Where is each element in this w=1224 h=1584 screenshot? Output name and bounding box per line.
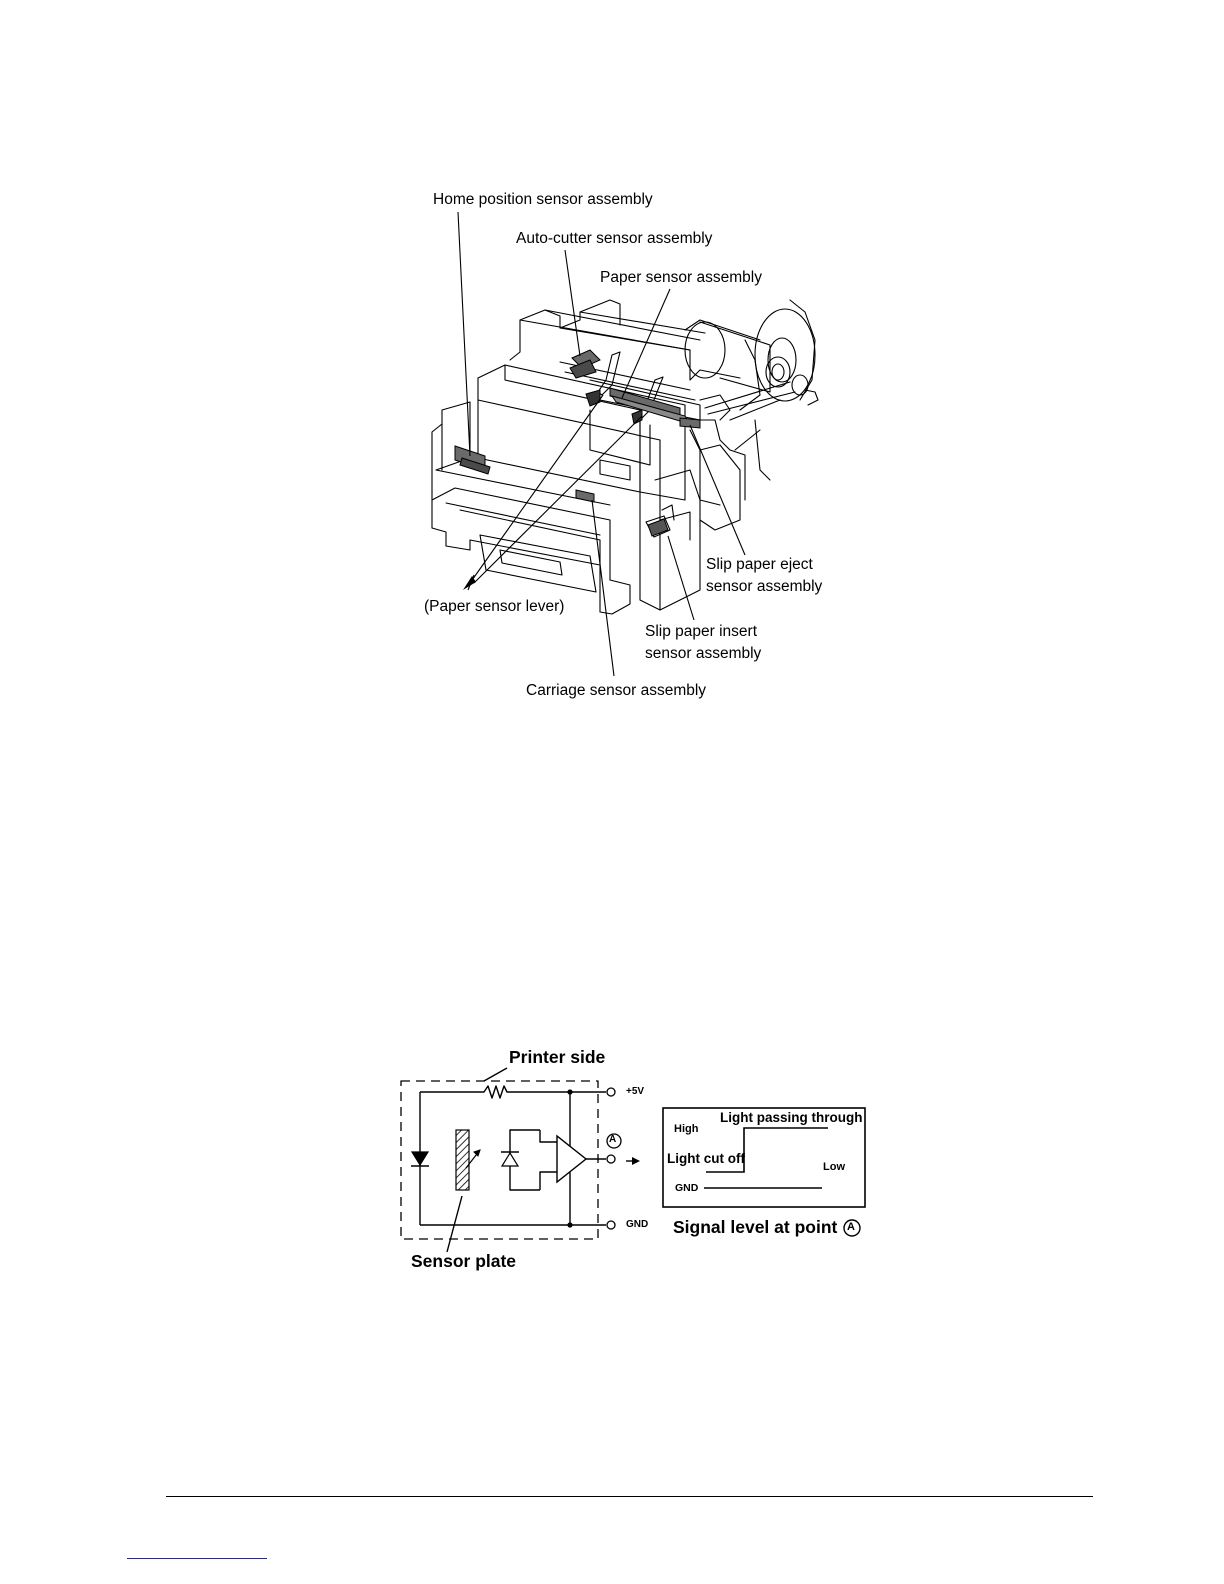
label-paper-sensor-lever: (Paper sensor lever) xyxy=(424,598,565,615)
signal-level-panel xyxy=(662,1107,866,1208)
label-light-cut-off: Light cut off xyxy=(667,1151,745,1166)
label-slip-paper-insert-sensor: Slip paper insert sensor assembly xyxy=(645,621,761,665)
printer-mechanism-drawing xyxy=(431,211,819,677)
label-high: High xyxy=(674,1123,699,1135)
label-home-position-sensor: Home position sensor assembly xyxy=(433,191,653,208)
label-slip-eject-line1: Slip paper eject xyxy=(706,556,813,573)
label-slip-insert-line1: Slip paper insert xyxy=(645,623,758,640)
terminal-plus5v xyxy=(606,1087,616,1097)
label-slip-eject-line2: sensor assembly xyxy=(706,578,823,595)
comparator-symbol xyxy=(556,1134,588,1184)
caption-point-marker: A xyxy=(847,1221,855,1233)
label-auto-cutter-sensor: Auto-cutter sensor assembly xyxy=(516,230,713,247)
label-low: Low xyxy=(823,1161,845,1173)
label-carriage-sensor: Carriage sensor assembly xyxy=(526,682,707,699)
label-gnd-terminal: GND xyxy=(626,1219,649,1230)
footer-link-underline[interactable] xyxy=(127,1558,267,1559)
label-sensor-plate: Sensor plate xyxy=(411,1251,517,1271)
label-gnd-signal: GND xyxy=(675,1182,699,1194)
photo-diode-symbol xyxy=(500,1151,520,1167)
sensor-plate-symbol xyxy=(455,1129,470,1191)
label-paper-sensor: Paper sensor assembly xyxy=(600,269,762,286)
footer-rule xyxy=(166,1496,1093,1497)
label-plus5v: +5V xyxy=(626,1086,645,1097)
terminal-gnd xyxy=(606,1220,616,1230)
point-a-marker: A xyxy=(609,1134,617,1145)
terminal-point-a xyxy=(606,1154,616,1164)
label-printer-side: Printer side xyxy=(509,1047,606,1067)
label-light-passing-through: Light passing through xyxy=(720,1110,863,1125)
emitter-diode-symbol xyxy=(410,1151,430,1167)
signal-waveform xyxy=(706,1127,828,1173)
label-slip-insert-line2: sensor assembly xyxy=(645,645,762,662)
label-slip-paper-eject-sensor: Slip paper eject sensor assembly xyxy=(706,554,822,598)
caption-signal-level: Signal level at point xyxy=(673,1217,838,1237)
